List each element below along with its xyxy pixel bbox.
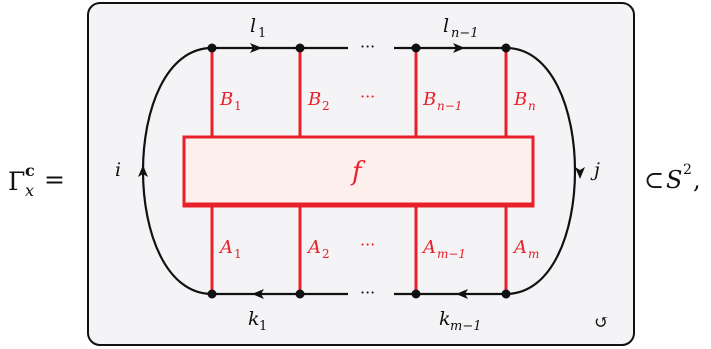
orientation-icon: ↺ [594,312,609,333]
svg-text:l: l [443,15,449,37]
label-ln1: l n−1 [443,15,479,41]
label-km1: k m−1 [439,308,482,334]
vertex-bottom-4 [501,289,511,299]
bottom-legs [210,206,508,294]
svg-text:A: A [421,237,436,258]
svg-text:l: l [250,15,256,37]
bottom-legs-dots: ··· [360,235,375,254]
label-b1: B 1 [219,89,242,113]
svg-text:1: 1 [234,247,242,261]
svg-text:m: m [528,247,539,261]
vertex-bottom-1 [207,289,217,299]
svg-text:A: A [218,237,233,258]
vertices [207,43,511,299]
svg-text:1: 1 [234,99,242,113]
svg-text:n−1: n−1 [437,99,462,113]
vertex-top-1 [207,43,217,53]
svg-text:k: k [439,308,451,330]
subset-symbol: ⊂ [644,166,664,194]
svg-text:m−1: m−1 [437,247,466,261]
svg-text:2: 2 [322,99,330,113]
top-legs [210,48,508,137]
label-b2: B 2 [307,89,330,113]
top-edge-dots: ··· [360,37,375,56]
arrow-k1-icon [252,289,264,299]
label-am: A m [512,237,539,261]
svg-text:m−1: m−1 [450,319,482,334]
label-bn: B n [513,89,536,113]
svg-text:1: 1 [258,26,266,41]
svg-text:A: A [512,237,527,258]
arrow-j-icon [575,167,585,179]
svg-text:n: n [528,99,536,113]
svg-text:B: B [513,89,527,110]
edge-arrows [138,43,585,299]
vertex-top-4 [501,43,511,53]
arrow-ln1-icon [453,43,465,53]
arrow-i-icon [138,165,148,177]
svg-text:k: k [248,308,260,330]
label-a1: A 1 [218,237,242,261]
svg-text:B: B [219,89,233,110]
svg-text:1: 1 [259,319,267,334]
equals-sign: = [44,165,65,194]
morphism-box [182,135,535,208]
sphere-symbol: S [666,166,682,194]
svg-text:B: B [307,89,321,110]
svg-text:B: B [422,89,436,110]
label-l1: l 1 [250,15,266,41]
rhs-expression: ⊂ S 2 , [644,162,701,194]
arrow-km1-icon [456,289,468,299]
label-am1: A m−1 [421,237,466,261]
vertex-top-3 [411,43,421,53]
label-k1: k 1 [248,308,267,334]
top-legs-dots: ··· [360,87,375,106]
vertex-top-2 [295,43,305,53]
trailing-comma: , [693,166,701,194]
lhs-subscript: x [25,181,34,200]
bottom-edge-dots: ··· [360,283,375,302]
svg-text:n−1: n−1 [451,26,479,41]
right-arc [505,46,576,296]
label-j: j [590,159,600,181]
vertex-bottom-2 [295,289,305,299]
svg-text:A: A [306,237,321,258]
label-a2: A 2 [306,237,330,261]
arrow-l1-icon [250,43,262,53]
svg-text:2: 2 [322,247,330,261]
label-bn1: B n−1 [422,89,462,113]
sphere-exponent: 2 [683,162,692,178]
vertex-bottom-3 [411,289,421,299]
lhs-expression: Γ c x = [8,161,65,200]
label-i: i [115,159,121,181]
lhs-superscript: c [25,161,35,180]
lhs-gamma: Γ [8,167,25,196]
